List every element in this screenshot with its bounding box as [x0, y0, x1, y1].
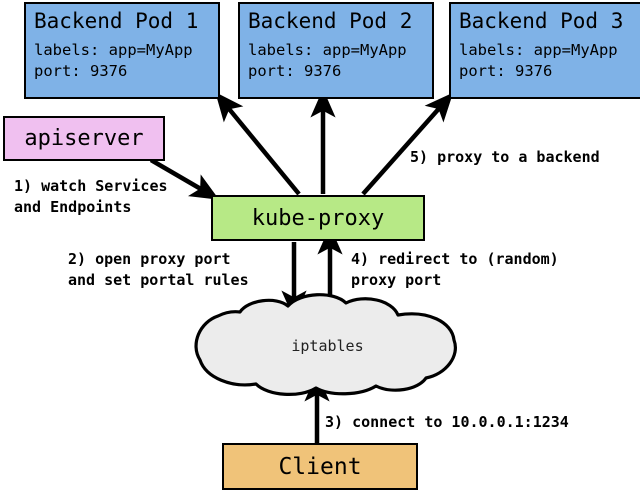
step-4-label-line1: 4) redirect to (random) — [351, 250, 559, 268]
pod-1-labels: labels: app=MyApp — [34, 41, 193, 59]
pod-2-title: Backend Pod 2 — [248, 9, 413, 33]
step-5-label-line1: 5) proxy to a backend — [410, 148, 600, 166]
node-iptables-cloud[interactable]: iptables — [185, 300, 470, 398]
iptables-label: iptables — [291, 337, 364, 355]
arrow-kubeproxy-to-pod3 — [361, 92, 454, 196]
pod-2-port: port: 9376 — [248, 62, 342, 80]
step-3-label-line1: 3) connect to 10.0.0.1:1234 — [325, 413, 569, 431]
client-label: Client — [278, 453, 362, 480]
arrow-apiserver-to-kubeproxy — [149, 158, 220, 200]
kube-proxy-label: kube-proxy — [251, 205, 385, 231]
node-backend-pod-2[interactable]: Backend Pod 2 labels: app=MyApp port: 93… — [238, 2, 434, 99]
node-client[interactable]: Client — [222, 443, 418, 490]
node-backend-pod-3[interactable]: Backend Pod 3 labels: app=MyApp port: 93… — [449, 2, 640, 99]
pod-3-title: Backend Pod 3 — [459, 9, 624, 33]
step-1-label-line2: and Endpoints — [14, 198, 132, 216]
step-2-label-line1: 2) open proxy port — [68, 250, 231, 268]
node-backend-pod-1[interactable]: Backend Pod 1 labels: app=MyApp port: 93… — [24, 2, 220, 99]
pod-3-labels: labels: app=MyApp — [459, 41, 618, 59]
node-apiserver[interactable]: apiserver — [3, 116, 165, 161]
node-kube-proxy[interactable]: kube-proxy — [211, 195, 425, 241]
step-4-label-line2: proxy port — [351, 271, 442, 289]
pod-3-port: port: 9376 — [459, 62, 553, 80]
step-1-label-line1: 1) watch Services — [14, 177, 168, 195]
pod-1-port: port: 9376 — [34, 62, 128, 80]
step-2-label-line2: and set portal rules — [68, 271, 249, 289]
pod-2-labels: labels: app=MyApp — [248, 41, 407, 59]
iptables-cloud-shape — [194, 293, 457, 396]
arrow-kubeproxy-to-pod1 — [215, 92, 301, 196]
pod-1-title: Backend Pod 1 — [34, 9, 199, 33]
apiserver-label: apiserver — [24, 126, 144, 151]
